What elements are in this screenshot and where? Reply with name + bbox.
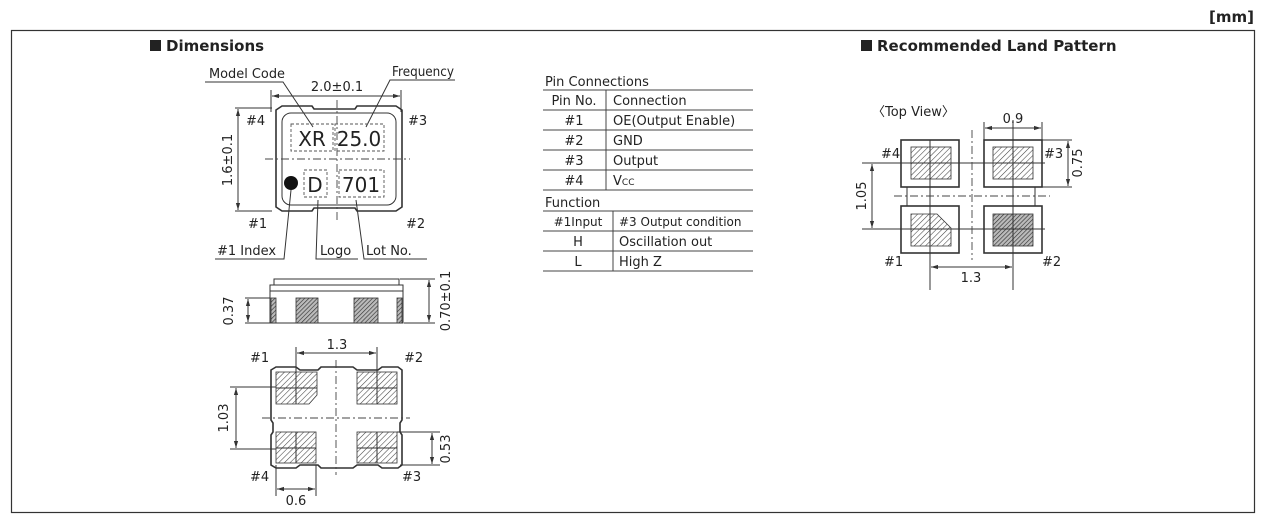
- bottom-view: 1.3 1.03 0.53 0.6 #1 #2 #3 #4: [217, 338, 454, 509]
- function-header-output: #3 Output condition: [619, 215, 741, 229]
- land-pad-height: 0.75: [1071, 149, 1086, 178]
- logo-label: Logo: [320, 244, 351, 259]
- pin-row-1-connection: OE(Output Enable): [613, 114, 735, 129]
- frequency-leader: [365, 79, 455, 128]
- function-title: Function: [545, 196, 600, 211]
- bottom-pitch-y: 1.03: [217, 404, 232, 433]
- bottom-pin-3: #3: [402, 470, 421, 485]
- land-pin-4: #4: [881, 147, 900, 162]
- pin1-index-dot: [284, 176, 298, 190]
- unit-label: [mm]: [1209, 8, 1254, 26]
- function-row-2-output: High Z: [619, 255, 662, 270]
- pin-connections-title: Pin Connections: [545, 75, 649, 90]
- land-pitch-x: 1.3: [961, 271, 982, 286]
- bottom-pin-1: #1: [250, 351, 269, 366]
- pin-row-1-no: #1: [564, 114, 583, 129]
- package-outline: [275, 105, 403, 212]
- frequency-label: Frequency: [392, 65, 454, 80]
- bottom-pin-2: #2: [404, 351, 423, 366]
- land-pitch-y: 1.05: [855, 182, 870, 211]
- width-dimension: 2.0±0.1: [311, 80, 363, 95]
- land-pattern-title: Recommended Land Pattern: [877, 37, 1117, 55]
- pin-row-4-connection: VCC: [613, 174, 634, 189]
- top-view-label: 〈Top View〉: [872, 105, 955, 120]
- pin-header-connection: Connection: [613, 94, 687, 109]
- pin-row-2-no: #2: [564, 134, 583, 149]
- pin-row-4-no: #4: [564, 174, 583, 189]
- land-pad-width: 0.9: [1003, 112, 1024, 127]
- dimensions-title: Dimensions: [166, 37, 264, 55]
- index-label: #1 Index: [217, 244, 276, 259]
- marking-model-code: XR: [298, 127, 326, 151]
- model-code-label: Model Code: [209, 67, 285, 82]
- side-view: 0.37 0.70±0.1: [222, 271, 454, 332]
- function-row-1-input: H: [573, 235, 583, 250]
- bottom-pad-height: 0.53: [439, 435, 454, 464]
- pin-row-3-no: #3: [564, 154, 583, 169]
- dimensions-section: Dimensions Model Code Frequency 2.0±0.1 …: [150, 37, 455, 509]
- function-header-input: #1Input: [554, 215, 603, 229]
- marking-logo: D: [307, 173, 322, 197]
- section-bullet-icon: [150, 40, 161, 51]
- function-row-1-output: Oscillation out: [619, 235, 712, 250]
- pin-row-2-connection: GND: [613, 134, 643, 149]
- height-dimension: 1.6±0.1: [221, 134, 236, 186]
- marking-frequency: 25.0: [337, 127, 382, 151]
- top-pin-3: #3: [408, 114, 427, 129]
- top-view: Model Code Frequency 2.0±0.1 1.6±0.1 XR: [205, 65, 455, 260]
- land-pin-2: #2: [1042, 255, 1061, 270]
- lot-label: Lot No.: [366, 244, 412, 259]
- marking-lot: 701: [342, 173, 380, 197]
- function-row-2-input: L: [574, 255, 582, 270]
- pin-header-no: Pin No.: [551, 94, 596, 109]
- frame: [10, 29, 1256, 514]
- pin-row-3-connection: Output: [613, 154, 658, 169]
- top-pin-1: #1: [248, 217, 267, 232]
- bottom-pad-width: 0.6: [286, 494, 307, 509]
- top-pin-4: #4: [246, 114, 265, 129]
- section-bullet-icon: [861, 40, 872, 51]
- total-height-dimension: 0.70±0.1: [439, 271, 454, 332]
- land-pin-1: #1: [884, 255, 903, 270]
- bottom-pitch-x: 1.3: [327, 338, 348, 353]
- land-pattern-section: Recommended Land Pattern 〈Top View〉 0.9 …: [855, 37, 1117, 290]
- top-pin-2: #2: [406, 217, 425, 232]
- land-pin-3: #3: [1044, 147, 1063, 162]
- pad-height-dimension: 0.37: [222, 297, 237, 326]
- model-code-leader: [205, 81, 314, 128]
- pin-connections-table: Pin Connections Pin No. Connection #1 OE…: [543, 75, 753, 272]
- bottom-pin-4: #4: [250, 470, 269, 485]
